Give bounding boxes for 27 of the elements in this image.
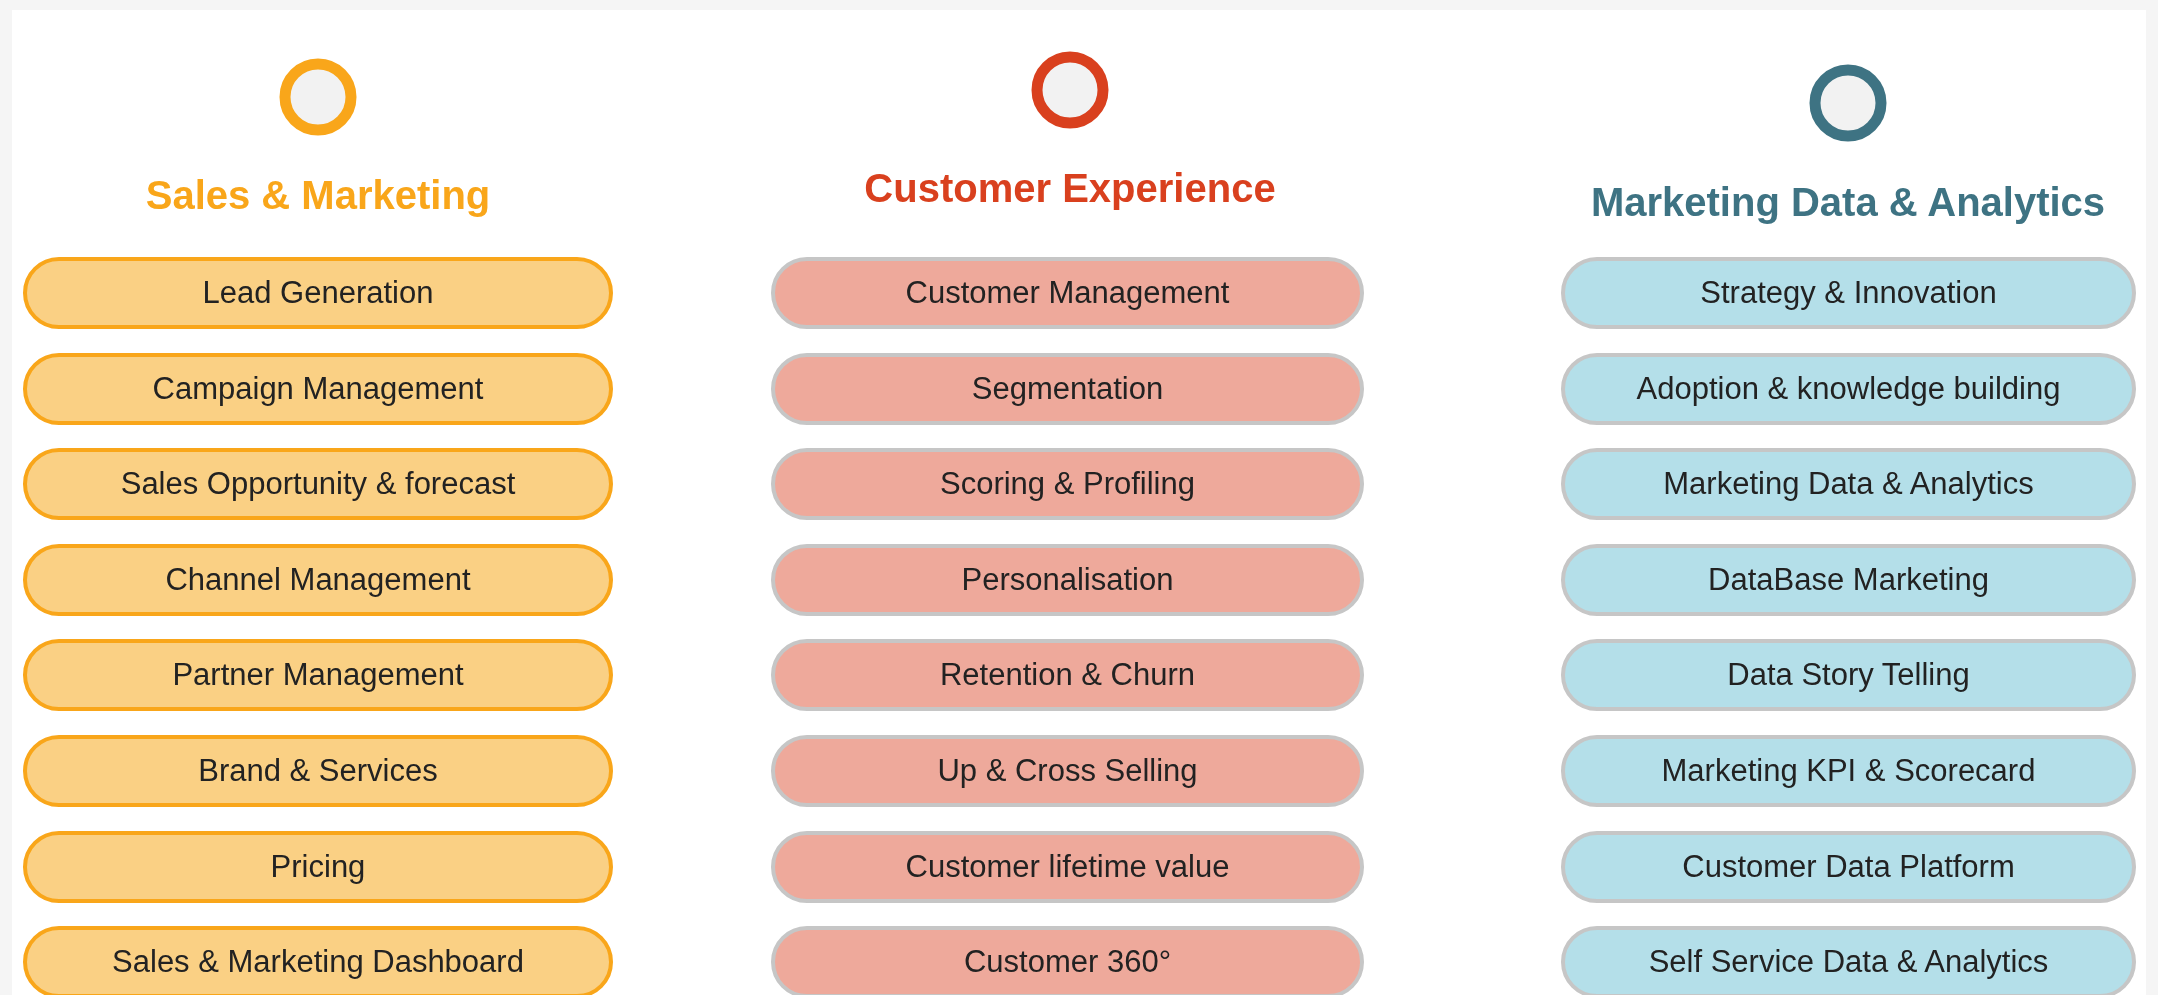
pill-box: Segmentation — [771, 352, 1364, 425]
pill-box: Customer lifetime value — [771, 830, 1364, 903]
pill-box: Customer Management — [771, 257, 1364, 329]
pill-box: Self Service Data & Analytics — [1561, 926, 2136, 995]
pill-box: Sales Opportunity & forecast — [23, 448, 613, 521]
pill-box: Data Story Telling — [1561, 639, 2136, 712]
pill-box: Up & Cross Selling — [771, 735, 1364, 807]
pill-box: Pricing — [23, 830, 613, 903]
pill-box: Brand & Services — [23, 735, 613, 807]
pill-box: Customer 360° — [771, 926, 1364, 995]
pill-box: DataBase Marketing — [1561, 543, 2136, 616]
pill-box: Channel Management — [23, 543, 613, 616]
pill-box: Retention & Churn — [771, 639, 1364, 712]
pill-box: Marketing Data & Analytics — [1561, 448, 2136, 521]
pill-box: Customer Data Platform — [1561, 830, 2136, 903]
pill-box: Campaign Management — [23, 352, 613, 425]
pill-box: Sales & Marketing Dashboard — [23, 926, 613, 995]
pill-box: Lead Generation — [23, 257, 613, 329]
pill-box: Marketing KPI & Scorecard — [1561, 735, 2136, 807]
column-heading: Sales & Marketing — [145, 173, 491, 218]
pill-box: Partner Management — [23, 639, 613, 712]
pill-box: Strategy & Innovation — [1561, 257, 2136, 329]
pill-box: Scoring & Profiling — [771, 448, 1364, 521]
column-heading: Customer Experience — [864, 166, 1276, 211]
pill-box: Personalisation — [771, 543, 1364, 616]
column-heading: Marketing Data & Analytics — [1590, 180, 2106, 225]
pill-box: Adoption & knowledge building — [1561, 352, 2136, 425]
